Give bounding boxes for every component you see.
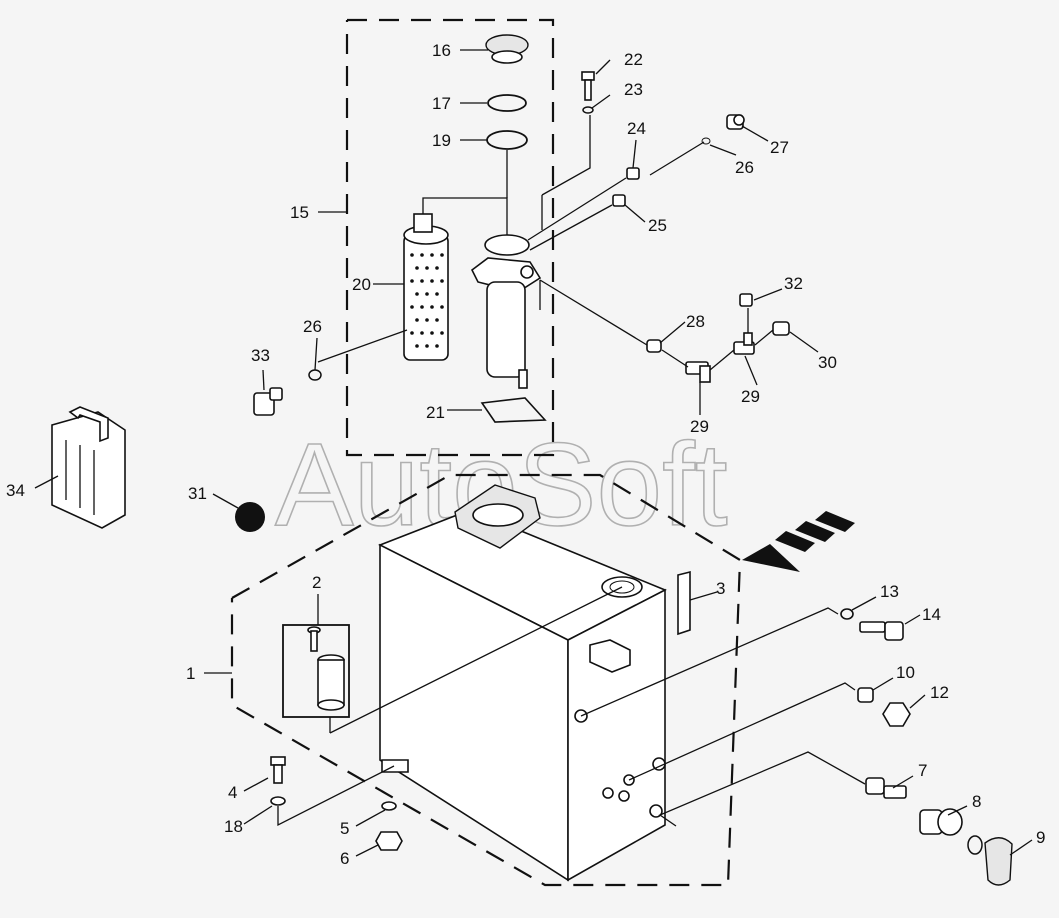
label-15: 15 (290, 203, 309, 222)
filter-housing (470, 234, 542, 389)
oil-can-34 (51, 406, 126, 529)
o-ring-17 (487, 94, 527, 112)
label-5: 5 (340, 819, 349, 838)
label-29-upper: 29 (741, 387, 760, 406)
dust-cap-9 (967, 835, 1013, 886)
o-ring-19 (486, 130, 528, 150)
coupling-8 (919, 808, 963, 836)
label-31: 31 (188, 484, 207, 503)
label-4: 4 (228, 783, 237, 802)
label-28: 28 (686, 312, 705, 331)
plug-10 (857, 687, 874, 703)
washer-26-top (701, 137, 711, 145)
tee-fitting-29b (733, 332, 755, 355)
tee-fitting-29a (685, 361, 711, 383)
sensor-27 (726, 114, 745, 130)
label-12: 12 (930, 683, 949, 702)
fitting-32 (739, 293, 753, 307)
label-27: 27 (770, 138, 789, 157)
washer-5 (381, 801, 397, 811)
direction-arrow (742, 511, 855, 572)
breather-assembly (282, 624, 350, 718)
label-32: 32 (784, 274, 803, 293)
label-2: 2 (312, 573, 321, 592)
label-18: 18 (224, 817, 243, 836)
leader-lines (34, 49, 1033, 857)
label-22: 22 (624, 50, 643, 69)
fitting-24 (626, 167, 640, 180)
washer-18 (270, 796, 286, 806)
label-29-lower: 29 (690, 417, 709, 436)
bolt-22 (581, 71, 595, 101)
nut-6 (375, 831, 403, 851)
part-labels: 1 2 3 4 5 6 7 8 9 10 12 13 14 15 16 17 1… (6, 41, 1045, 868)
filter-element (403, 213, 449, 361)
label-8: 8 (972, 792, 981, 811)
bolt-4 (270, 756, 286, 784)
label-10: 10 (896, 663, 915, 682)
label-6: 6 (340, 849, 349, 868)
fitting-25 (612, 194, 626, 207)
sealant-31 (235, 502, 265, 532)
label-14: 14 (922, 605, 941, 624)
group-boundary-tank (230, 473, 742, 887)
label-21: 21 (426, 403, 445, 422)
fitting-14 (859, 621, 904, 641)
washer-26-left (308, 369, 322, 381)
label-16: 16 (432, 41, 451, 60)
label-7: 7 (918, 761, 927, 780)
label-13: 13 (880, 582, 899, 601)
sensor-33 (253, 387, 283, 416)
label-25: 25 (648, 216, 667, 235)
label-34: 34 (6, 481, 25, 500)
label-3: 3 (716, 579, 725, 598)
group-boundary-filter (345, 18, 555, 457)
washer-23 (582, 106, 594, 114)
label-1: 1 (186, 664, 195, 683)
fitting-28 (646, 339, 662, 353)
fitting-30 (772, 321, 790, 336)
label-26-left: 26 (303, 317, 322, 336)
filter-cap (485, 34, 529, 64)
gasket-21 (480, 397, 547, 423)
label-19: 19 (432, 131, 451, 150)
label-20: 20 (352, 275, 371, 294)
washer-13 (840, 608, 854, 620)
nut-12 (882, 702, 911, 727)
fitting-7 (865, 777, 907, 799)
label-33: 33 (251, 346, 270, 365)
label-30: 30 (818, 353, 837, 372)
label-17: 17 (432, 94, 451, 113)
label-23: 23 (624, 80, 643, 99)
hydraulic-tank (378, 484, 691, 882)
label-24: 24 (627, 119, 646, 138)
label-9: 9 (1036, 828, 1045, 847)
label-26-right: 26 (735, 158, 754, 177)
